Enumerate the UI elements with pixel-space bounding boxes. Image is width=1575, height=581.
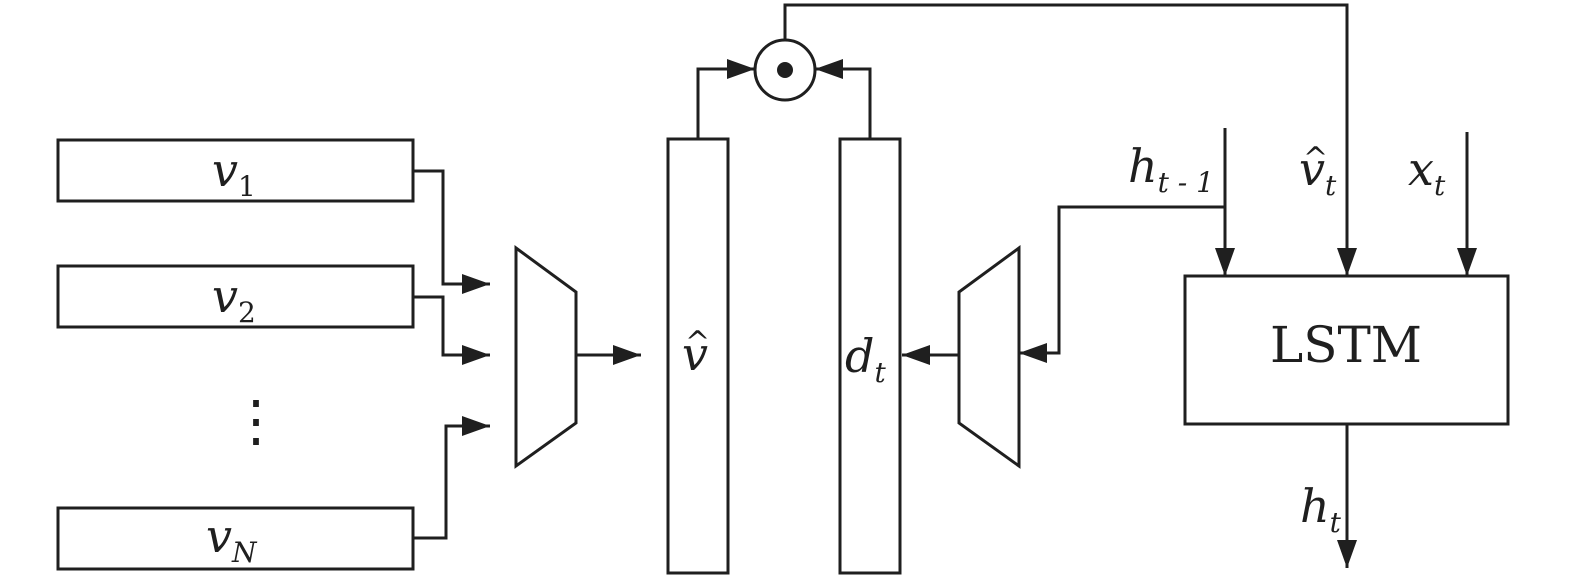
lstm-label: LSTM <box>1270 316 1422 374</box>
attention-trapezoid <box>957 245 1021 469</box>
ellipsis: ⋮ <box>228 389 284 454</box>
vhat-label: v <box>682 327 708 381</box>
vhat-t-label: vt <box>1299 142 1337 202</box>
wire-product-to-lstm <box>783 3 1357 276</box>
vhat-column: v ^ <box>666 137 730 575</box>
input-box-vn: vN <box>56 506 415 571</box>
elementwise-product-icon <box>777 62 793 78</box>
vhat-t-accent: ^ <box>1303 141 1328 176</box>
wire-hprev-to-attn <box>1019 205 1225 363</box>
input-v2-label: v2 <box>212 269 256 329</box>
wire-vhat-to-product <box>696 59 755 139</box>
dt-column: dt <box>838 137 902 575</box>
ht-label: ht <box>1300 479 1342 539</box>
input-box-v1: v1 <box>56 138 415 203</box>
wire-dt-to-product <box>815 59 872 139</box>
lstm-block: LSTM <box>1183 274 1510 426</box>
vhat-accent: ^ <box>685 325 710 360</box>
pooling-trapezoid <box>514 245 578 469</box>
elementwise-product-operator <box>753 38 817 102</box>
wire-vn-to-pool <box>413 416 490 540</box>
dt-label: dt <box>845 329 886 389</box>
input-box-v2: v2 <box>56 264 415 329</box>
input-vn-label: vN <box>206 509 258 569</box>
wire-v2-to-pool <box>413 295 490 365</box>
hprev-label: ht - 1 <box>1128 139 1214 199</box>
input-v1-label: v1 <box>212 143 256 203</box>
xt-label: xt <box>1408 142 1446 202</box>
wire-v1-to-pool <box>413 169 490 294</box>
